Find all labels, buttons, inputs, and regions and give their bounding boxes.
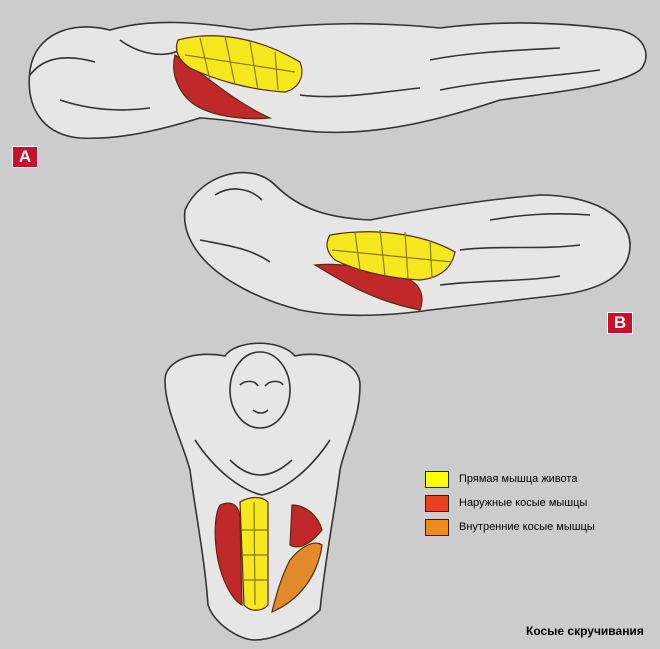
figure-b-muscles	[313, 229, 456, 311]
legend-label: Внутренние косые мышцы	[459, 521, 595, 533]
badge-b: B	[607, 312, 633, 334]
badge-a: A	[12, 146, 38, 168]
figure-a-lying	[28, 21, 647, 140]
legend-swatch-yellow	[425, 470, 449, 488]
legend-swatch-red	[425, 494, 449, 512]
legend: Прямая мышца живота Наружные косые мышцы…	[425, 467, 595, 539]
figure-c-internal-oblique	[271, 542, 323, 614]
figure-caption: Косые скручивания	[526, 624, 644, 638]
figure-c-external-oblique-left	[214, 502, 243, 606]
legend-label: Наружные косые мышцы	[459, 497, 588, 509]
figure-c-muscles	[214, 496, 323, 614]
figure-c-external-oblique-right	[289, 504, 323, 548]
legend-item-external-oblique: Наружные косые мышцы	[425, 491, 595, 515]
legend-item-internal-oblique: Внутренние косые мышцы	[425, 515, 595, 539]
legend-item-rectus: Прямая мышца живота	[425, 467, 595, 491]
figure-a-external-oblique	[173, 54, 273, 120]
figure-a-muscles	[173, 35, 303, 120]
legend-label: Прямая мышца живота	[459, 473, 578, 485]
legend-swatch-orange	[425, 518, 449, 536]
